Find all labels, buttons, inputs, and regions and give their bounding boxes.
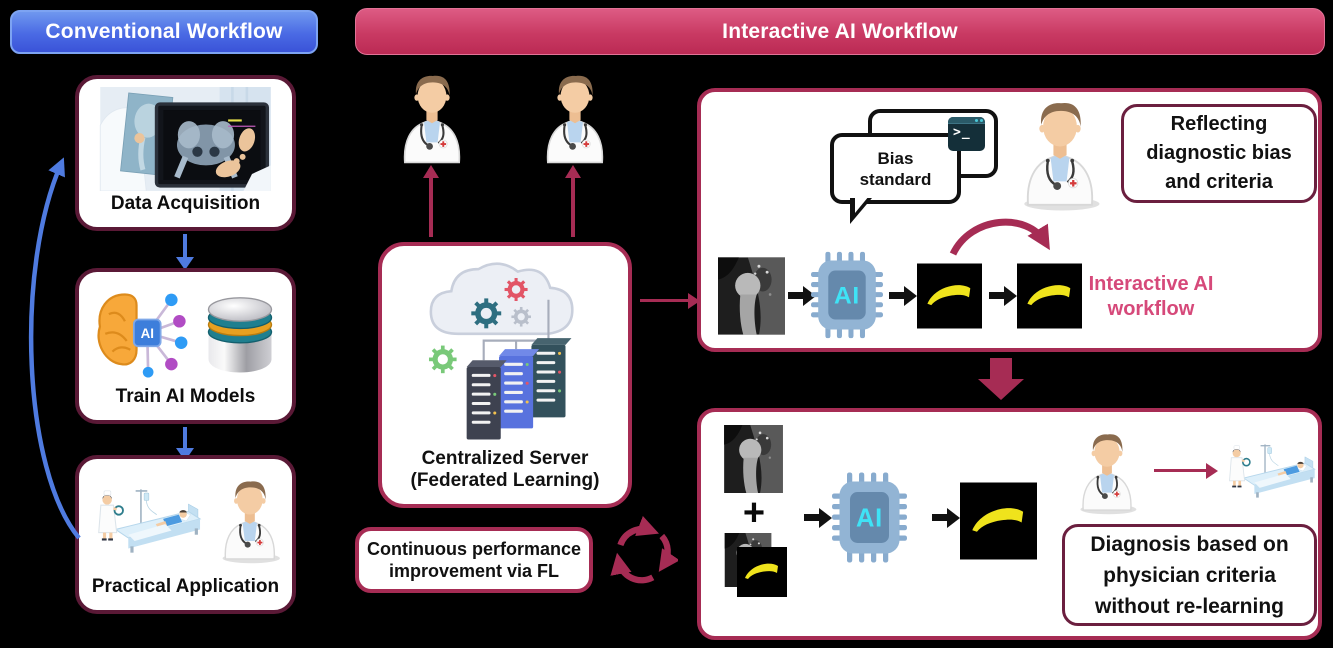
flow-arrow [804, 514, 819, 521]
train-ai-models-box: AI [75, 268, 296, 424]
right-arrow [1154, 469, 1206, 472]
mri-image [722, 425, 785, 493]
bias-bubble-line1: Bias [877, 148, 914, 168]
flow-arrow [932, 514, 947, 521]
fl-improvement-note: Continuous performance improvement via F… [355, 527, 593, 593]
centralized-server-box: Centralized Server (Federated Learning) [378, 242, 632, 508]
train-ai-models-label: Train AI Models [115, 386, 256, 407]
up-arrow [571, 177, 575, 237]
flow-label-line2: workflow [1107, 298, 1195, 320]
doctor-icon [214, 475, 286, 567]
doctor-icon [535, 70, 615, 170]
cycle-icon [610, 515, 678, 584]
brain-ai-label: AI [140, 326, 153, 341]
xray-review-photo [99, 87, 271, 191]
database-icon [207, 297, 272, 373]
flow-arrow [889, 292, 904, 299]
train-ai-icons: AI [85, 280, 286, 384]
doctor-icon [1072, 429, 1142, 517]
segmentation-mask [737, 547, 787, 597]
doctor-icon [392, 70, 472, 170]
terminal-prompt: >_ [953, 125, 971, 140]
conventional-workflow-title: Conventional Workflow [45, 20, 283, 43]
feedback-curved-arrow [28, 157, 81, 540]
segmentation-mask [960, 482, 1037, 560]
right-arrow [640, 299, 688, 302]
doctor-icon [1013, 96, 1107, 214]
diagnosis-line1: Diagnosis based on [1090, 532, 1289, 556]
brain-network-icon: AI [97, 293, 187, 378]
mri-image [718, 257, 785, 335]
data-acquisition-label: Data Acquisition [110, 193, 261, 214]
conventional-workflow-header: Conventional Workflow [10, 10, 318, 54]
diagnosis-line2: physician criteria [1103, 563, 1276, 587]
up-arrow [429, 177, 433, 237]
terminal-icon: >_ [948, 117, 985, 151]
segmentation-mask [917, 257, 982, 335]
practical-application-label: Practical Application [91, 576, 280, 597]
flow-label-line1: Interactive AI [1088, 273, 1214, 295]
flow-arrow [788, 292, 803, 299]
interactive-ai-workflow-label: Interactive AI workflow [1071, 272, 1231, 322]
data-acquisition-box: Data Acquisition [75, 75, 296, 231]
fl-note-line2: improvement via FL [388, 561, 560, 581]
hospital-bed-icon [1218, 422, 1320, 520]
diagnosis-note: Diagnosis based on physician criteria wi… [1062, 524, 1317, 626]
ai-chip-icon [811, 249, 883, 341]
speech-bubble-front: Bias standard [830, 133, 961, 224]
flow-arrow [989, 292, 1004, 299]
terminal-titlebar [948, 117, 985, 124]
ai-chip-icon [832, 470, 907, 565]
interactive-ai-workflow-title: Interactive AI Workflow [722, 19, 958, 43]
server-label-line1: Centralized Server [421, 448, 589, 469]
reflect-line2: diagnostic bias [1146, 142, 1292, 164]
plus-sign: + [742, 492, 766, 534]
hospital-bed-icon [85, 472, 206, 570]
correction-curved-arrow [949, 218, 1050, 256]
server-label-line2: (Federated Learning) [410, 470, 600, 491]
reflect-line1: Reflecting [1170, 113, 1268, 135]
fl-note-line1: Continuous performance [366, 539, 581, 559]
cloud-server-icon [399, 262, 574, 440]
diagnosis-line3: without re-learning [1095, 594, 1284, 618]
bias-bubble-line2: standard [859, 169, 932, 189]
practical-application-box: Practical Application [75, 455, 296, 614]
reflecting-bias-note: Reflecting diagnostic bias and criteria [1121, 104, 1317, 203]
down-arrow [183, 234, 187, 258]
reflect-line3: and criteria [1165, 171, 1273, 193]
thick-down-arrow [978, 358, 1024, 400]
interactive-workflow-top-box: Bias standard >_ Reflecting diagnostic b… [697, 88, 1322, 352]
down-arrow [183, 427, 187, 449]
interactive-ai-workflow-header: Interactive AI Workflow [355, 8, 1325, 55]
practical-application-icons [85, 467, 286, 574]
diagnosis-bottom-box: + Diagnosis based on physician criteria … [697, 408, 1322, 640]
